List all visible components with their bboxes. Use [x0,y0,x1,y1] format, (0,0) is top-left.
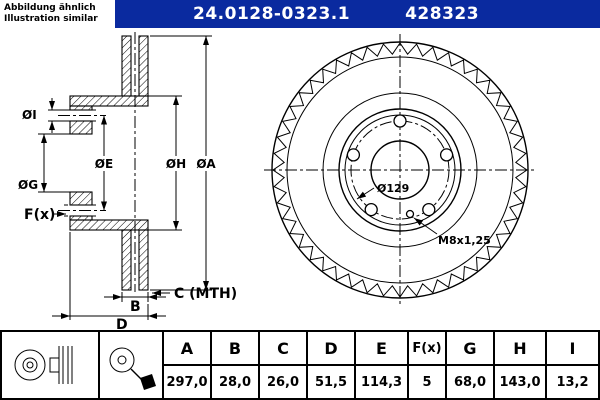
title-bar: 24.0128-0323.1 428323 [115,0,600,28]
col-header: E [356,332,407,366]
part-number: 24.0128-0323.1 [193,4,351,24]
bolt-hole [393,114,407,128]
center-bore-label: Ø129 [377,182,409,195]
col-header: F(x) [409,332,445,366]
mounting-plate [69,105,93,111]
dim-i-label: ØI [22,108,37,122]
dim-i: ØI [22,98,70,133]
dim-h: ØH [148,95,190,231]
friction-inner-circle [322,92,478,248]
ventilation-vanes [272,42,528,298]
dim-a-label: ØA [196,157,216,171]
table-col-b: B 28,0 [212,332,260,398]
col-header: B [212,332,258,366]
ring-plate [121,35,132,97]
col-value: 13,2 [556,374,589,390]
dim-c-label: C (MTH) [174,286,237,302]
col-header: A [164,332,210,366]
hat-flange [69,95,149,107]
dim-f-label: F(x) [24,207,55,223]
mounting-plate [69,191,93,206]
bolt-hole [422,202,436,217]
dimension-table: A 297,0 B 28,0 C 26,0 D 51,5 E 114,3 F(x… [0,330,600,400]
similarity-note: Abbildung ähnlich Illustration similar [0,0,115,28]
col-value: 68,0 [453,374,487,390]
col-value: 26,0 [266,374,300,390]
bolt-hole [364,202,378,217]
ring-plate [138,35,149,97]
col-header: H [495,332,545,366]
mounting-plate [69,120,93,135]
table-col-d: D 51,5 [308,332,356,398]
hat-circle [338,108,462,232]
dim-b-label: B [130,299,141,315]
thread-label: M8x1,25 [438,234,491,247]
bolt-hole [346,148,361,162]
col-header: C [260,332,306,366]
col-value: 28,0 [218,374,252,390]
thread-callout: M8x1,25 [405,209,491,247]
dim-h-label: ØH [166,157,186,171]
table-col-f: F(x) 5 [409,332,447,398]
cross-section-view: ØI ØG ØE ØH ØA [18,32,237,333]
col-header: G [447,332,493,366]
dim-d: D [52,232,166,333]
col-value: 51,5 [314,374,348,390]
dim-g: ØG [18,133,70,193]
ring-plate [121,229,132,291]
table-col-c: C 26,0 [260,332,308,398]
dim-d-label: D [116,317,128,333]
dim-e-label: ØE [95,157,113,171]
col-value: 143,0 [499,374,541,390]
bolt-circle [350,120,450,220]
caliper-icon [100,332,164,398]
table-col-g: G 68,0 [447,332,495,398]
mounting-plate [69,215,93,221]
bolt-hole-section [58,109,106,217]
table-col-h: H 143,0 [495,332,547,398]
table-col-e: E 114,3 [356,332,409,398]
table-col-i: I 13,2 [547,332,598,398]
dim-g-label: ØG [18,178,38,192]
header-bar: Abbildung ähnlich Illustration similar 2… [0,0,600,28]
bolt-hole [439,148,454,162]
dim-f: F(x) [24,207,66,223]
table-col-a: A 297,0 [164,332,212,398]
set-screw-hole [405,209,415,219]
bolt-holes [346,114,454,217]
reference-number: 428323 [405,4,480,24]
dim-b: B [104,292,166,315]
col-header: I [547,332,598,366]
vane-band-inner-circle [286,56,514,284]
dim-c: C (MTH) [152,286,237,302]
note-line-en: Illustration similar [4,14,98,25]
front-view: Ø129 M8x1,25 [264,34,536,306]
dim-e: ØE [91,115,117,211]
outer-diameter-circle [271,41,529,299]
col-value: 5 [422,374,432,390]
col-value: 297,0 [166,374,208,390]
note-line-de: Abbildung ähnlich [4,3,96,13]
ring-plate [138,229,149,291]
disc-drawing-icon [2,332,100,398]
center-bore-callout: Ø129 [356,182,409,200]
col-header: D [308,332,354,366]
dim-a: ØA [150,35,220,291]
center-bore-circle [370,140,430,200]
col-value: 114,3 [360,374,403,390]
hat-flange [69,219,149,231]
